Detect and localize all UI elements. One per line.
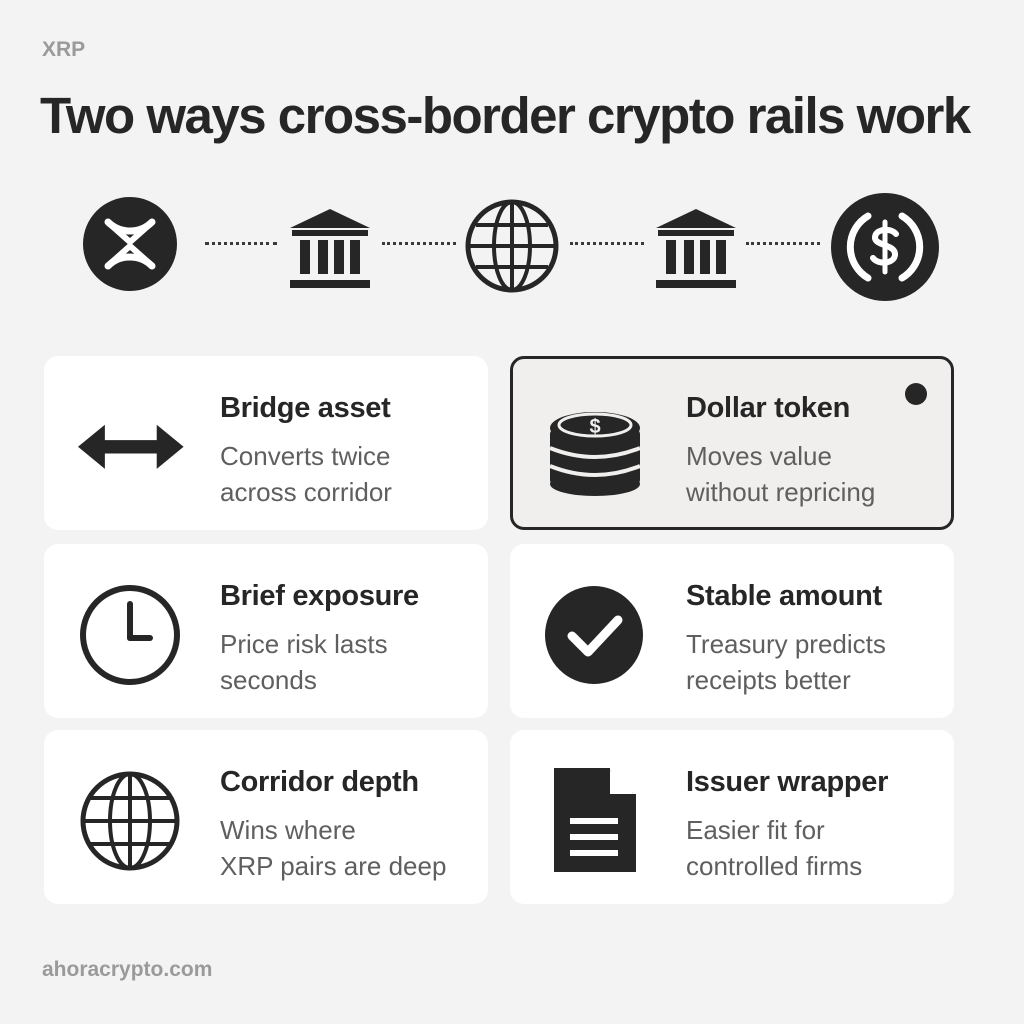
site-url[interactable]: ahoracrypto.com (42, 958, 213, 981)
connector-dots (205, 242, 277, 245)
card-title: Issuer wrapper (686, 766, 889, 798)
svg-text:$: $ (589, 416, 600, 438)
xrp-logo-icon (83, 197, 177, 291)
page-title: Two ways cross-border crypto rails work (40, 87, 971, 144)
double-arrow-icon (76, 392, 186, 502)
card-title: Stable amount (686, 580, 882, 612)
connector-dots (570, 242, 644, 245)
connector-dots (746, 242, 820, 245)
card-title: Corridor depth (220, 766, 419, 798)
rail-flow (0, 0, 1024, 320)
bank-icon (290, 209, 370, 288)
bank-icon (656, 209, 736, 288)
connector-dots (382, 242, 456, 245)
globe-icon (465, 199, 559, 293)
usd-coin-icon (831, 193, 939, 301)
checkmark-icon (542, 580, 652, 690)
card-title: Dollar token (686, 392, 850, 424)
coin-stack-icon: $ (542, 392, 652, 502)
clock-icon (76, 580, 186, 690)
card-title: Brief exposure (220, 580, 419, 612)
document-icon (542, 766, 652, 876)
card-title: Bridge asset (220, 392, 391, 424)
selection-dot (905, 383, 927, 405)
globe-icon (76, 766, 186, 876)
category-tag: XRP (42, 38, 86, 61)
